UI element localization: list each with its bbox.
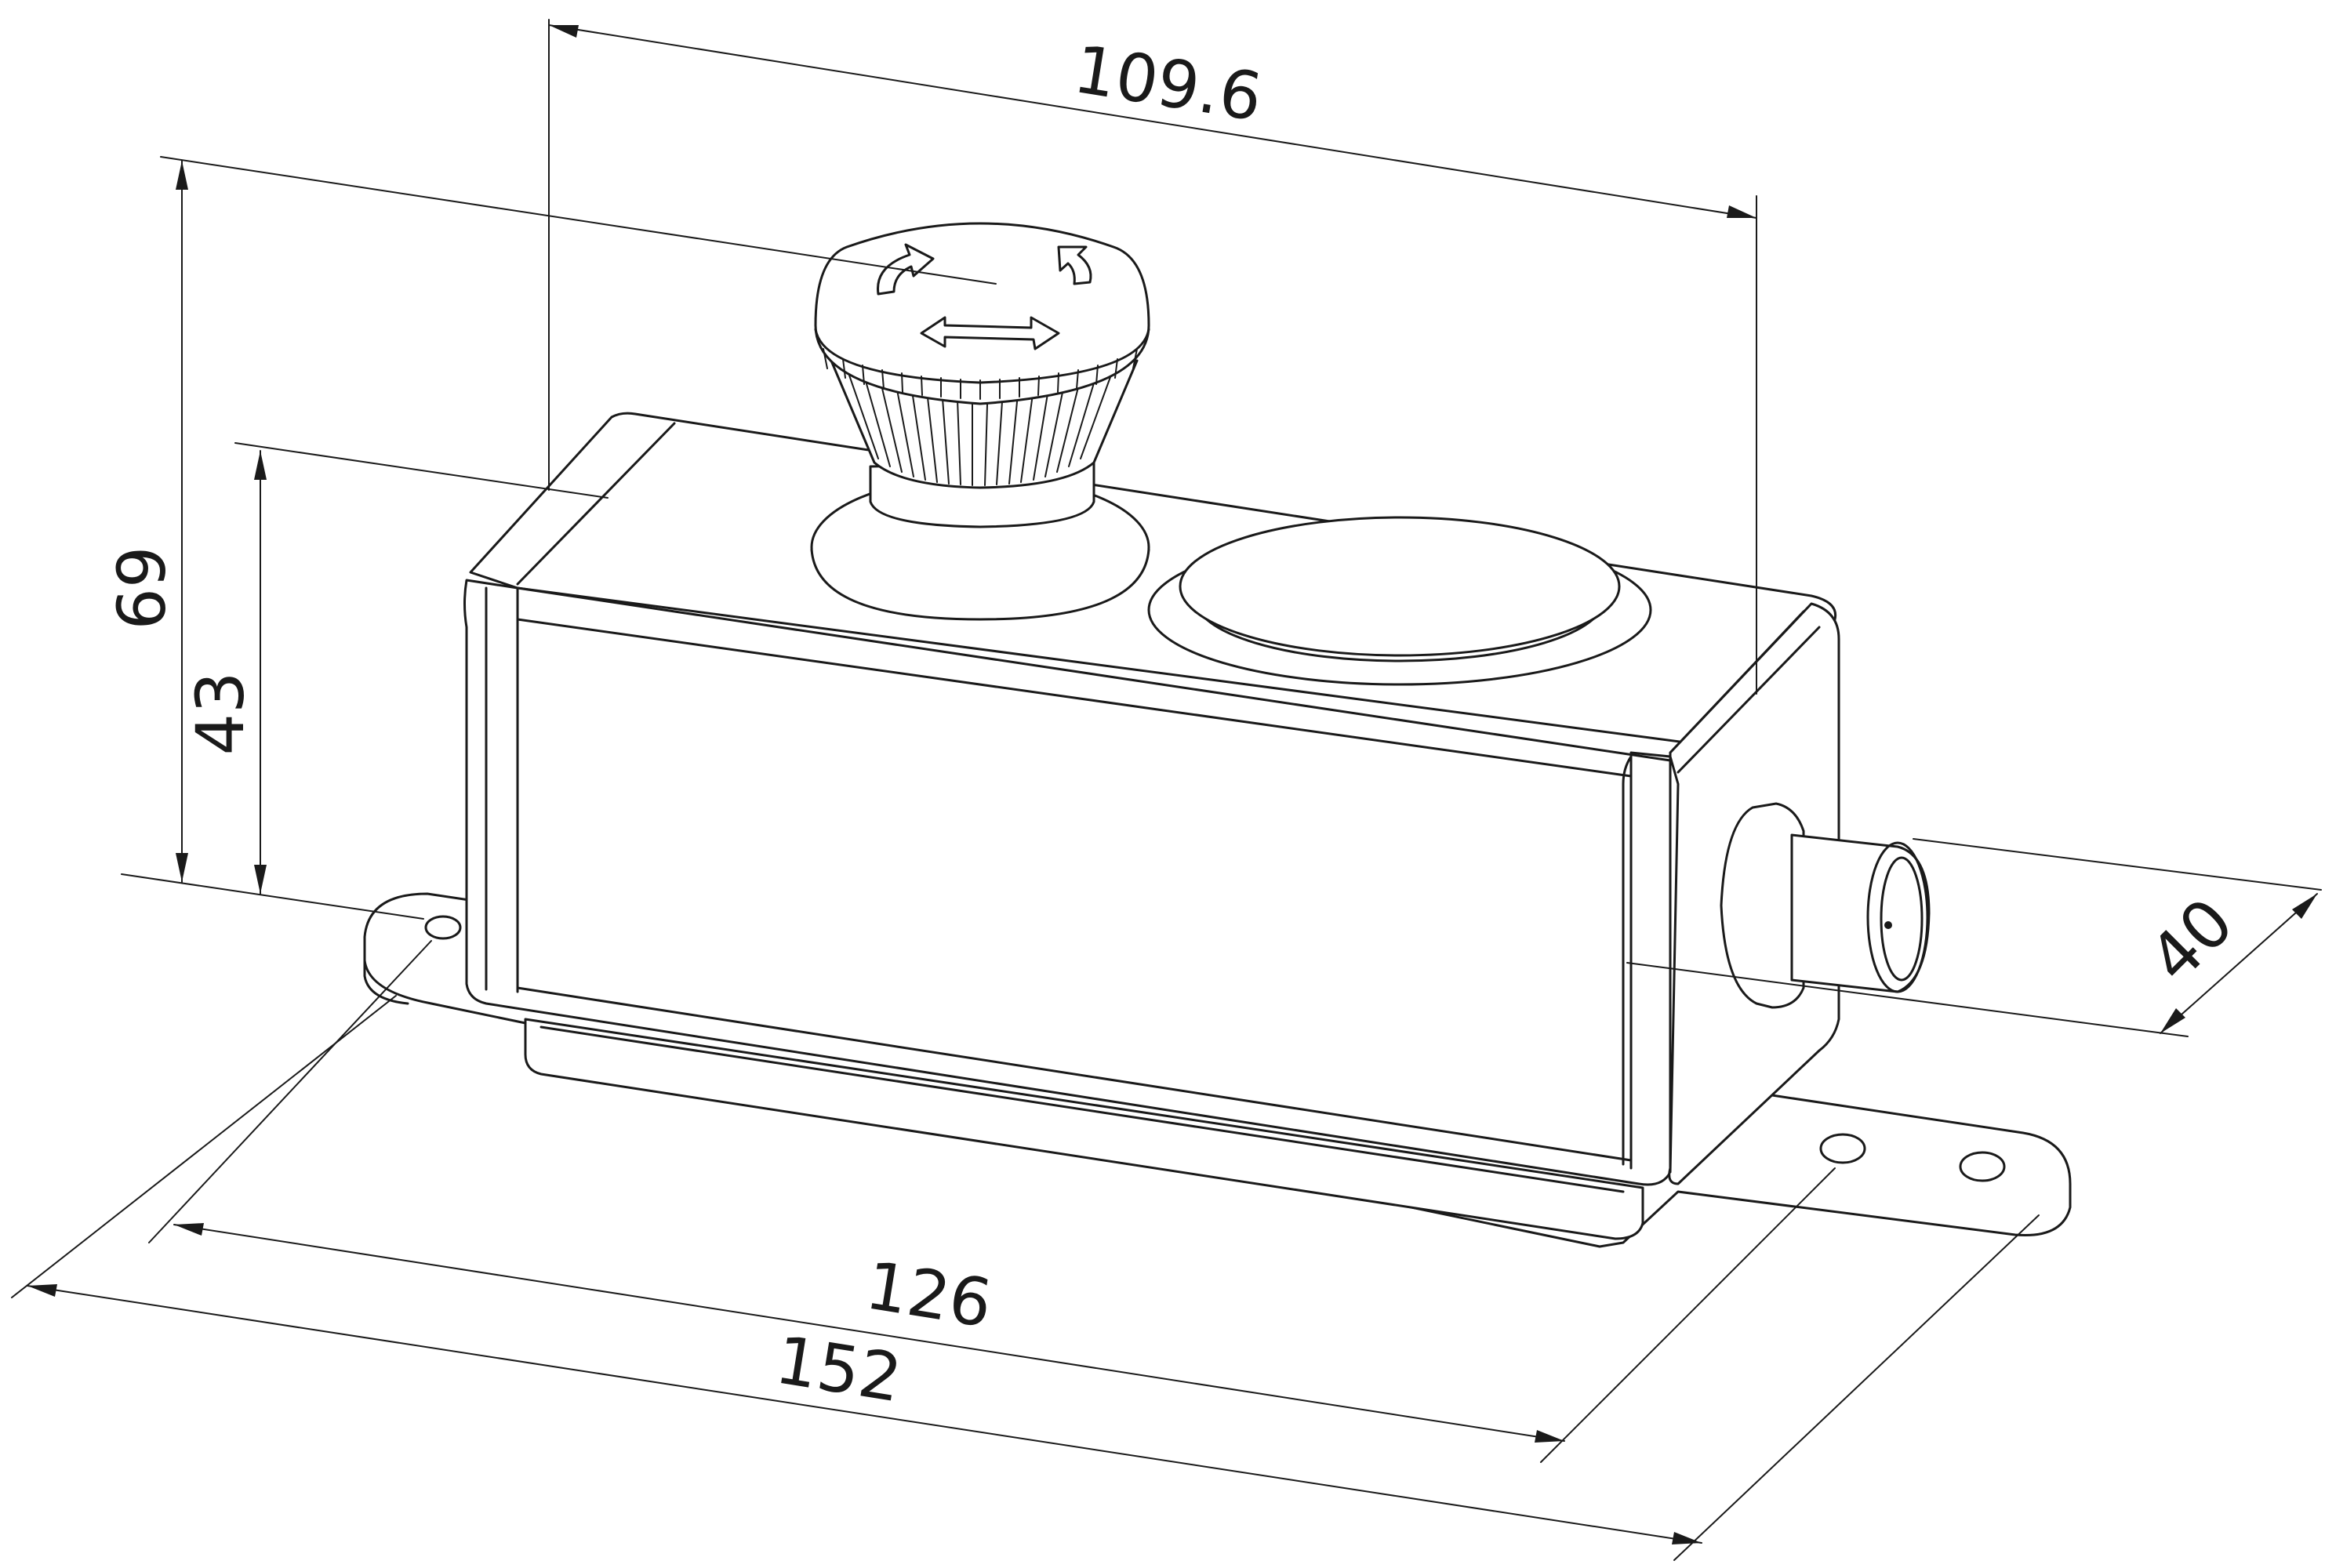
mounting-hole-left [424, 915, 462, 940]
rotate-release-arrows-icon [877, 243, 1092, 350]
dimension-label-depth: 40 [2134, 884, 2248, 997]
dimension-label-top-width: 109.6 [1069, 31, 1267, 136]
mounting-hole-right-outer [1959, 1151, 2006, 1182]
dimension-label-box-height: 43 [182, 672, 259, 756]
mounting-hole-right-inner [1819, 1133, 1866, 1164]
cable-gland [1720, 802, 1931, 1009]
knurled-grip [846, 368, 1114, 486]
dimension-box-height: 43 [182, 442, 608, 895]
flat-pushbutton [1147, 516, 1652, 686]
dimension-label-total-height: 69 [104, 546, 180, 630]
emergency-stop-button [810, 222, 1150, 621]
enclosure-box [463, 412, 1840, 1240]
dimension-label-hole-spacing: 126 [861, 1247, 997, 1342]
dimension-total-height: 69 [104, 156, 997, 920]
